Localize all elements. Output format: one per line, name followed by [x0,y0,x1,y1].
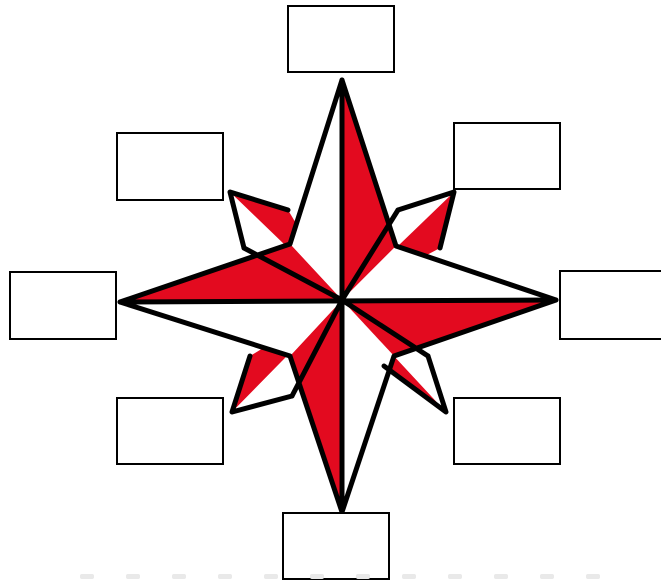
label-box-northwest[interactable] [117,133,223,200]
label-box-west[interactable] [10,272,116,339]
label-box-east[interactable] [560,271,661,339]
label-box-northeast[interactable] [454,123,560,189]
label-box-south[interactable] [283,513,389,579]
label-box-southeast[interactable] [454,398,560,464]
center-horizontal-line [120,300,556,302]
label-box-southwest[interactable] [117,398,223,464]
label-box-north[interactable] [288,6,394,72]
